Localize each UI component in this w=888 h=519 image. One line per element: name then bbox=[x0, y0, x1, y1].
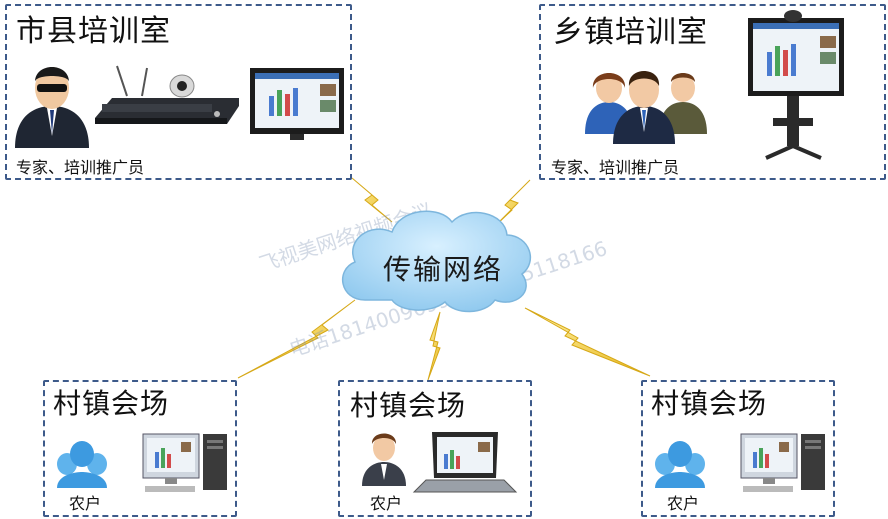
box-title: 村镇会场 bbox=[53, 387, 170, 420]
village-venue-middle: 村镇会场 农户 bbox=[338, 380, 532, 517]
box-caption: 农户 bbox=[667, 494, 700, 513]
box-caption: 农户 bbox=[69, 494, 102, 513]
desktop-computer-icon bbox=[142, 433, 227, 492]
equipment-illustration bbox=[655, 433, 825, 492]
equipment-illustration bbox=[15, 65, 344, 148]
user-group-icon bbox=[57, 441, 107, 488]
city-county-training-room: 市县培训室 bbox=[5, 4, 352, 180]
equipment-illustration bbox=[57, 433, 227, 492]
desktop-computer-icon bbox=[740, 433, 825, 492]
group-avatars-icon bbox=[585, 71, 707, 144]
box-title: 乡镇培训室 bbox=[553, 15, 708, 50]
equipment-illustration bbox=[362, 432, 518, 493]
video-terminal-icon bbox=[95, 65, 239, 124]
box-caption: 专家、培训推广员 bbox=[551, 158, 680, 177]
lightning-bolt-bottom-left bbox=[237, 299, 356, 379]
box-caption: 专家、培训推广员 bbox=[16, 158, 145, 177]
village-venue-right: 村镇会场 农户 bbox=[641, 380, 835, 517]
box-title: 村镇会场 bbox=[350, 389, 467, 422]
box-title: 村镇会场 bbox=[651, 387, 768, 420]
township-training-room: 乡镇培训室 bbox=[539, 4, 886, 180]
box-title: 市县培训室 bbox=[16, 14, 171, 49]
lightning-bolt-top-left bbox=[351, 177, 393, 223]
box-caption: 农户 bbox=[370, 494, 403, 513]
lightning-bolt-bottom-right bbox=[524, 307, 651, 377]
village-venue-left: 村镇会场 农户 bbox=[43, 380, 237, 517]
monitor-icon bbox=[250, 68, 344, 140]
laptop-icon bbox=[412, 432, 518, 493]
network-label: 传输网络 bbox=[382, 253, 503, 286]
expert-avatar-icon bbox=[15, 67, 89, 148]
equipment-illustration bbox=[585, 10, 844, 160]
farmer-avatar-icon bbox=[362, 433, 406, 486]
user-group-icon bbox=[655, 441, 705, 488]
display-stand-icon bbox=[748, 10, 844, 160]
